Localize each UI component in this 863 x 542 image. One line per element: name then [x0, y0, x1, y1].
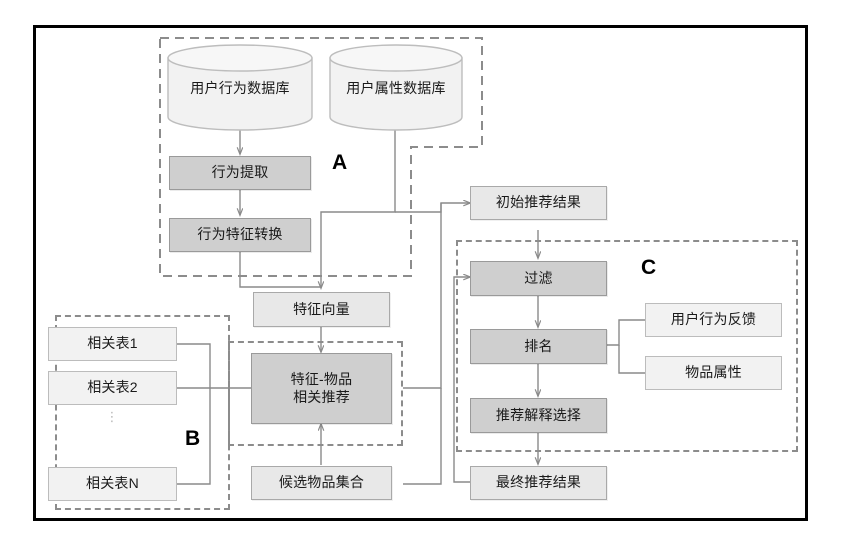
node-final-recommend-result-label: 最终推荐结果	[495, 474, 582, 491]
node-candidate-item-set-label: 候选物品集合	[278, 474, 365, 491]
node-behavior-feature-transform-label: 行为特征转换	[197, 226, 283, 243]
node-feature-item-recommend-label-line1: 特征-物品	[290, 371, 353, 387]
node-relation-table-1[interactable]: 相关表1	[48, 327, 177, 361]
node-feature-item-recommend-label-line2: 相关推荐	[293, 388, 350, 405]
node-relation-table-2[interactable]: 相关表2	[48, 371, 177, 405]
node-user-behavior-feedback[interactable]: 用户行为反馈	[645, 303, 782, 337]
group-c-boundary	[456, 240, 798, 452]
user-attribute-db-label: 用户属性数据库	[346, 80, 446, 96]
node-behavior-extraction-label: 行为提取	[211, 164, 269, 181]
node-initial-recommend-result-label: 初始推荐结果	[495, 194, 582, 211]
node-initial-recommend-result[interactable]: 初始推荐结果	[470, 186, 607, 220]
node-feature-vector-label: 特征向量	[293, 300, 350, 317]
node-relation-table-n[interactable]: 相关表N	[48, 467, 177, 501]
node-behavior-feature-transform[interactable]: 行为特征转换	[169, 218, 311, 252]
node-behavior-extraction[interactable]: 行为提取	[169, 156, 311, 190]
node-recommend-explanation-select-label: 推荐解释选择	[495, 406, 582, 423]
node-relation-table-2-label: 相关表2	[87, 379, 138, 396]
user-behavior-db-label: 用户行为数据库	[190, 80, 290, 96]
node-ranking-label: 排名	[524, 337, 553, 354]
group-b-boundary	[55, 315, 230, 510]
node-ranking[interactable]: 排名	[470, 329, 607, 364]
node-relation-table-1-label: 相关表1	[87, 335, 138, 352]
node-item-attribute[interactable]: 物品属性	[645, 356, 782, 390]
node-relation-table-n-label: 相关表N	[86, 475, 139, 492]
group-label-c: C	[641, 256, 657, 279]
relation-tables-ellipsis: ⋮	[105, 409, 120, 424]
group-label-a: A	[332, 151, 348, 174]
node-user-behavior-feedback-label: 用户行为反馈	[670, 311, 757, 328]
node-recommend-explanation-select[interactable]: 推荐解释选择	[470, 398, 607, 433]
node-feature-item-recommend[interactable]: 特征-物品 相关推荐	[251, 353, 392, 424]
node-filter[interactable]: 过滤	[470, 261, 607, 296]
node-filter-label: 过滤	[524, 269, 553, 286]
node-item-attribute-label: 物品属性	[685, 364, 742, 381]
node-final-recommend-result[interactable]: 最终推荐结果	[470, 466, 607, 500]
group-label-b: B	[185, 427, 201, 450]
node-feature-vector[interactable]: 特征向量	[253, 292, 390, 327]
node-candidate-item-set[interactable]: 候选物品集合	[251, 466, 392, 500]
